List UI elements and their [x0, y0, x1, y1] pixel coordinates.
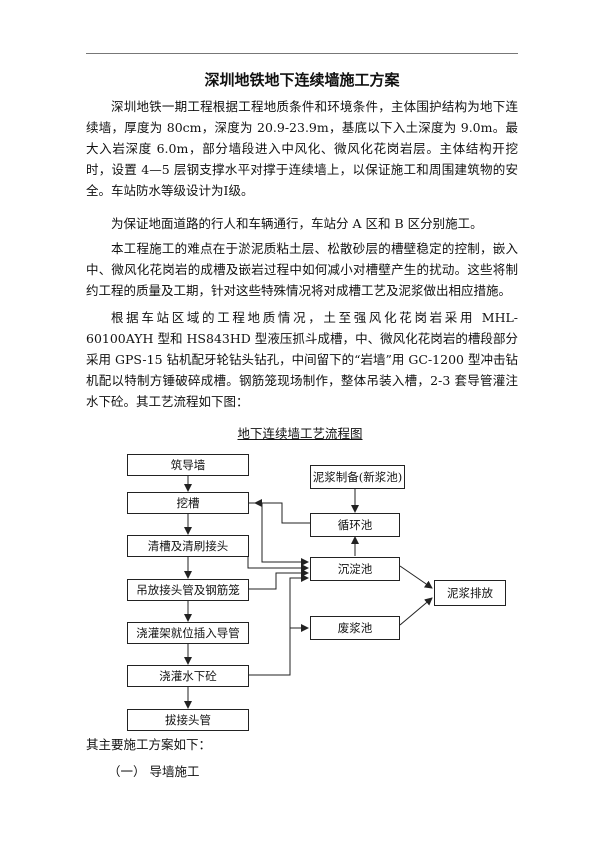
paragraph-methods: 根据车站区域的工程地质情况，土至强风化花岗岩采用 MHL-60100AYH 型和… [86, 310, 518, 409]
header-rule [86, 53, 518, 54]
paragraph-zoning: 为保证地面道路的行人和车辆通行，车站分 A 区和 B 区分别施工。 [111, 216, 483, 231]
flow-box-circulation-pool: 循环池 [310, 513, 400, 537]
flow-box-waste-pool: 废浆池 [310, 616, 400, 640]
flow-step-lift-cage: 吊放接头管及钢筋笼 [127, 579, 249, 601]
arrow-pour-to-sediment [248, 574, 309, 676]
arrow-cage-to-sediment [248, 569, 309, 590]
arrow-circulation-to-trench [254, 499, 310, 524]
paragraph-overview: 深圳地铁一期工程根据工程地质条件和环境条件，主体围护结构为地下连续墙，厚度为 8… [86, 99, 518, 198]
flow-step-clean-joint: 清槽及清刷接头 [127, 535, 249, 557]
arrow-waste-to-discharge [399, 597, 433, 626]
intro-main-plan: 其主要施工方案如下： [86, 737, 212, 752]
flow-box-mud-discharge: 泥浆排放 [434, 580, 506, 606]
section-heading-guide-wall: （一） 导墙施工 [108, 764, 200, 779]
arrow-sediment-to-discharge [399, 565, 433, 589]
flow-step-pour-concrete: 浇灌水下砼 [127, 665, 249, 687]
flow-box-sediment-pool: 沉淀池 [310, 557, 400, 581]
arrow-trench-to-sediment [248, 502, 309, 566]
flow-step-guide-wall: 筑导墙 [127, 454, 249, 476]
flow-box-mud-prep: 泥浆制备(新浆池) [310, 465, 405, 489]
flowchart-title: 地下连续墙工艺流程图 [237, 426, 363, 441]
flow-step-insert-pipe: 浇灌架就位插入导管 [127, 622, 249, 644]
document-title: 深圳地铁地下连续墙施工方案 [204, 71, 400, 89]
flow-step-pull-pipe: 拔接头管 [127, 709, 249, 731]
flow-step-trenching: 挖槽 [127, 492, 249, 514]
paragraph-difficulties: 本工程施工的难点在于淤泥质粘土层、松散砂层的槽壁稳定的控制，嵌入中、微风化花岗岩… [86, 241, 518, 298]
arrow-clean-to-sediment [247, 545, 309, 572]
